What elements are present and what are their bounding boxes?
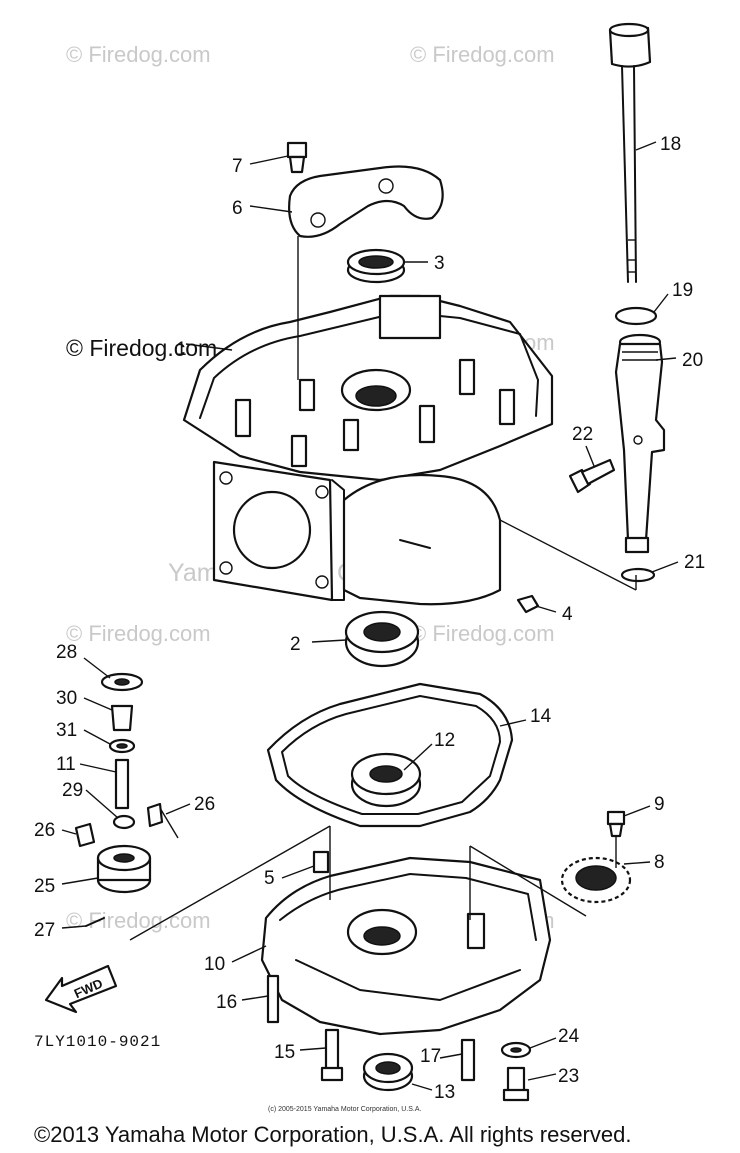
part-oil-seal-3 bbox=[346, 248, 406, 284]
part-dowel-5 bbox=[312, 850, 330, 874]
callout-8: 8 bbox=[654, 852, 665, 873]
diagram-code: 7LY1010-9021 bbox=[34, 1033, 161, 1051]
callout-31: 31 bbox=[56, 720, 77, 741]
callout-16: 16 bbox=[216, 992, 237, 1013]
footer-copyright: ©2013 Yamaha Motor Corporation, U.S.A. A… bbox=[34, 1122, 631, 1147]
callout-10: 10 bbox=[204, 954, 225, 975]
part-washer-29 bbox=[112, 814, 136, 830]
callout-23: 23 bbox=[558, 1066, 579, 1087]
watermark-firedog-mid-left: © Firedog.com bbox=[66, 335, 217, 361]
callout-numbers: 7 6 3 1 18 19 20 22 21 4 2 12 14 28 30 3… bbox=[34, 134, 705, 1103]
part-crankcase-cover bbox=[260, 856, 552, 1036]
watermark-firedog-top-right: © Firedog.com bbox=[410, 42, 555, 67]
callout-25: 25 bbox=[34, 876, 55, 897]
callout-3: 3 bbox=[434, 253, 445, 274]
callout-21: 21 bbox=[684, 552, 705, 573]
callout-28: 28 bbox=[56, 642, 77, 663]
part-bolt-7 bbox=[286, 141, 308, 174]
callout-29: 29 bbox=[62, 780, 83, 801]
small-copyright: (c) 2005-2015 Yamaha Motor Corporation, … bbox=[268, 1106, 421, 1113]
part-strainer-8 bbox=[560, 856, 632, 904]
part-o-ring-19 bbox=[614, 306, 658, 326]
part-bolt-22 bbox=[568, 458, 616, 494]
callout-17: 17 bbox=[420, 1046, 441, 1067]
part-crankcase bbox=[182, 294, 554, 606]
callout-11: 11 bbox=[56, 754, 76, 775]
part-bolt-15 bbox=[320, 1028, 344, 1082]
watermark-firedog-lower-left: © Firedog.com bbox=[66, 621, 211, 646]
part-drain-plug bbox=[516, 594, 540, 614]
callout-20: 20 bbox=[682, 350, 703, 371]
callout-6: 6 bbox=[232, 198, 243, 219]
callout-30: 30 bbox=[56, 688, 77, 709]
callout-12: 12 bbox=[434, 730, 455, 751]
callout-15: 15 bbox=[274, 1042, 295, 1063]
fwd-arrow: FWD bbox=[44, 964, 118, 1014]
callout-26-left: 26 bbox=[34, 820, 55, 841]
part-washer-31 bbox=[108, 738, 136, 754]
part-pin-27 bbox=[85, 917, 105, 927]
callout-22: 22 bbox=[572, 424, 593, 445]
part-bracket-plate bbox=[288, 165, 444, 238]
part-oil-filler-tube bbox=[614, 333, 666, 554]
callout-1: 1 bbox=[176, 339, 187, 360]
part-stud-16 bbox=[266, 974, 280, 1024]
callout-7: 7 bbox=[232, 156, 243, 177]
part-dipstick bbox=[608, 22, 652, 283]
callout-13: 13 bbox=[434, 1082, 455, 1103]
callout-2: 2 bbox=[290, 634, 301, 655]
watermark-firedog-top-left: © Firedog.com bbox=[66, 42, 211, 67]
part-gear-25 bbox=[96, 844, 152, 894]
part-o-ring-21 bbox=[620, 567, 656, 583]
part-bearing-12 bbox=[350, 752, 422, 808]
callout-14: 14 bbox=[530, 706, 552, 727]
part-washer-28 bbox=[100, 672, 144, 692]
watermark-firedog-bottom-left: © Firedog.com bbox=[66, 908, 211, 933]
assembly-guide-lines bbox=[129, 236, 637, 941]
part-collar-30 bbox=[110, 704, 134, 732]
part-shaft-11 bbox=[114, 758, 130, 810]
callout-9: 9 bbox=[654, 794, 665, 815]
part-bolt-23 bbox=[502, 1066, 530, 1102]
part-bolt-9 bbox=[606, 810, 626, 838]
watermark-firedog-lower-right: © Firedog.com bbox=[410, 621, 555, 646]
part-clip-26 bbox=[74, 802, 164, 848]
callout-24: 24 bbox=[558, 1026, 580, 1047]
part-stud-17 bbox=[460, 1038, 476, 1082]
callout-5: 5 bbox=[264, 868, 275, 889]
callout-27: 27 bbox=[34, 920, 55, 941]
callout-19: 19 bbox=[672, 280, 693, 301]
part-washer-24 bbox=[500, 1041, 532, 1059]
part-bearing-2 bbox=[344, 610, 420, 668]
callout-18: 18 bbox=[660, 134, 681, 155]
callout-leader-lines bbox=[61, 141, 679, 1091]
callout-4: 4 bbox=[562, 604, 573, 625]
part-oil-seal-13 bbox=[362, 1052, 414, 1092]
callout-26-right: 26 bbox=[194, 794, 215, 815]
